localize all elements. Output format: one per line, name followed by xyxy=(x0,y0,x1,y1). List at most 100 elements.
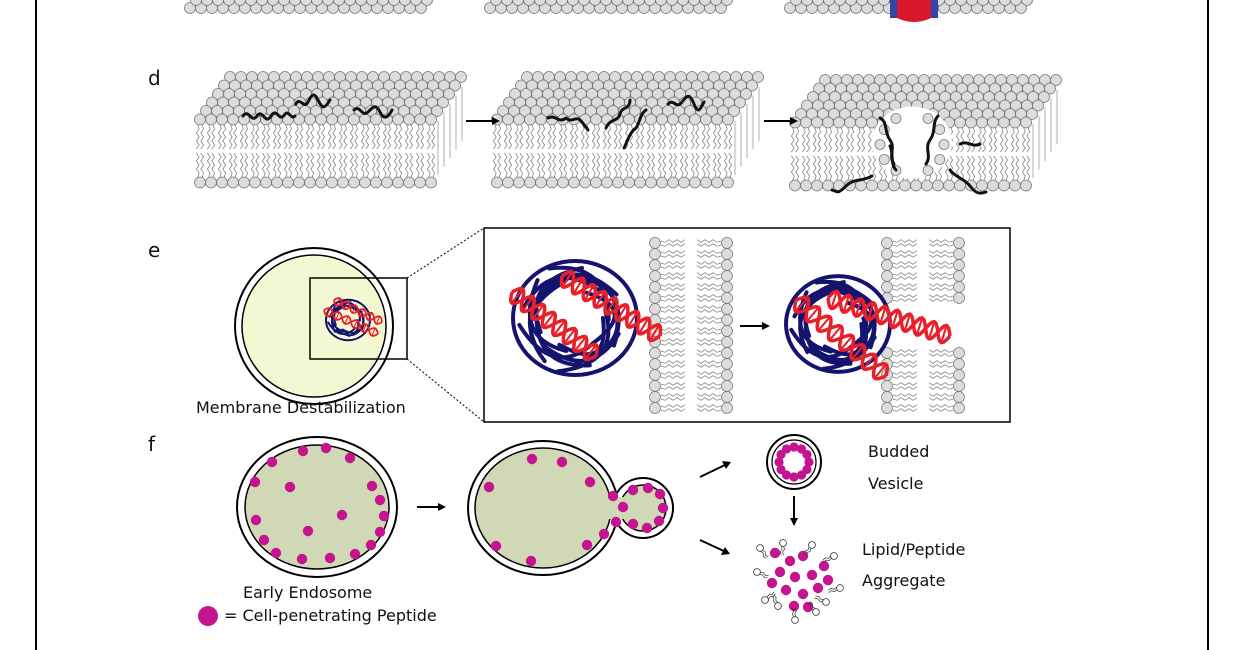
lipid-head xyxy=(1020,116,1032,129)
lipid-tail xyxy=(892,283,918,287)
lipid-tail xyxy=(415,152,420,178)
lipid-tail xyxy=(993,155,998,181)
lipid-tail xyxy=(696,294,722,298)
lipid-head xyxy=(1038,91,1050,103)
lipid-tail xyxy=(982,155,987,181)
peptide-chain xyxy=(241,111,297,121)
aggregate-peptide xyxy=(784,555,796,567)
lipid-head xyxy=(734,96,746,109)
lipid-tail xyxy=(823,155,828,181)
lipid-head xyxy=(998,116,1010,129)
lipid-tail xyxy=(660,375,686,379)
lipid-tail xyxy=(779,545,783,555)
lipid-head xyxy=(721,281,733,293)
lipid-head xyxy=(721,369,733,381)
lipid-tail xyxy=(371,124,376,150)
peptide-dot xyxy=(642,482,654,494)
lipid-tail xyxy=(660,404,686,408)
lipid-tail xyxy=(822,555,832,561)
lipid-tail xyxy=(712,124,717,150)
lipid-head xyxy=(611,0,623,6)
lipid-head xyxy=(370,113,382,126)
lipid-head xyxy=(649,259,661,271)
lipid-head xyxy=(922,165,934,176)
lipid-tail xyxy=(728,124,733,150)
lipid-tail xyxy=(1010,155,1015,181)
aggregate-lipid xyxy=(771,594,782,610)
lipid-head xyxy=(227,113,239,126)
lipid-head xyxy=(623,176,635,189)
lipid-tail xyxy=(635,152,640,178)
lipid-head xyxy=(878,0,890,6)
dna-rung xyxy=(343,301,349,310)
lipid-tail xyxy=(673,152,678,178)
lipid-tail xyxy=(211,124,216,150)
lipid-tail xyxy=(624,152,629,178)
lipid-tail xyxy=(1015,127,1020,153)
lipid-tail xyxy=(928,349,954,353)
lipid-head xyxy=(881,380,893,392)
panel-d-membranes xyxy=(194,71,1062,195)
lipid-tail xyxy=(1015,155,1020,181)
dna-rung xyxy=(375,316,381,325)
polymer-strand xyxy=(527,278,569,353)
lipid-tail xyxy=(892,360,918,364)
lipid-tail xyxy=(977,127,982,153)
lipid-tail xyxy=(773,594,779,604)
lipid-head xyxy=(1032,99,1044,112)
peptide-dot xyxy=(249,476,261,488)
lipid-tail xyxy=(928,353,954,357)
lipid-tail xyxy=(801,155,806,181)
polymer-strand xyxy=(808,335,877,362)
peptide-dot xyxy=(378,510,390,522)
dna-helix xyxy=(826,289,952,345)
dna-helix xyxy=(508,286,600,362)
lipid-head xyxy=(293,176,305,189)
lipid-head xyxy=(774,602,782,610)
aggregate-peptide xyxy=(812,582,824,594)
lipid-head xyxy=(622,0,634,6)
lipid-tail xyxy=(211,152,216,178)
lipid-tail xyxy=(701,124,706,150)
lipid-head xyxy=(337,176,349,189)
aggregate-lipid xyxy=(753,568,769,579)
lipid-tail xyxy=(294,152,299,178)
lipid-tail xyxy=(365,152,370,178)
lipid-tail xyxy=(696,338,722,342)
lipid-tail xyxy=(696,261,722,265)
lipid-head xyxy=(877,179,889,192)
lipid-tail xyxy=(828,155,833,181)
lipid-tail xyxy=(928,254,954,258)
lipid-head xyxy=(359,176,371,189)
lipid-tail xyxy=(244,152,249,178)
lipid-tail xyxy=(530,124,535,150)
lipid-tail xyxy=(349,152,354,178)
peptide-dot xyxy=(365,539,377,551)
lipid-head xyxy=(953,248,965,260)
lipid-tail xyxy=(928,250,954,254)
dna-rung xyxy=(627,311,639,328)
aggregate-lipid xyxy=(828,584,844,593)
lipid-tail xyxy=(651,124,656,150)
lipid-head xyxy=(333,0,345,6)
lipid-tail xyxy=(310,152,315,178)
lipid-tail xyxy=(552,152,557,178)
dna-rung xyxy=(542,312,556,328)
dna-rung xyxy=(359,308,365,317)
lipid-tail xyxy=(892,254,918,258)
lipid-tail xyxy=(228,152,233,178)
lipid-tail xyxy=(660,276,686,280)
budded-label-1: Budded xyxy=(868,442,930,461)
polymer-strand xyxy=(327,321,356,335)
lipid-tail xyxy=(696,298,722,302)
lipid-tail xyxy=(250,152,255,178)
lipid-tail xyxy=(867,127,872,153)
lipid-head xyxy=(271,176,283,189)
dna-rung xyxy=(879,306,887,325)
peptide-dot xyxy=(776,464,786,475)
lipid-tail xyxy=(660,250,686,254)
lipid-head xyxy=(355,0,367,6)
lipid-tail xyxy=(591,124,596,150)
lipid-head xyxy=(881,248,893,260)
lipid-tail xyxy=(892,364,918,368)
